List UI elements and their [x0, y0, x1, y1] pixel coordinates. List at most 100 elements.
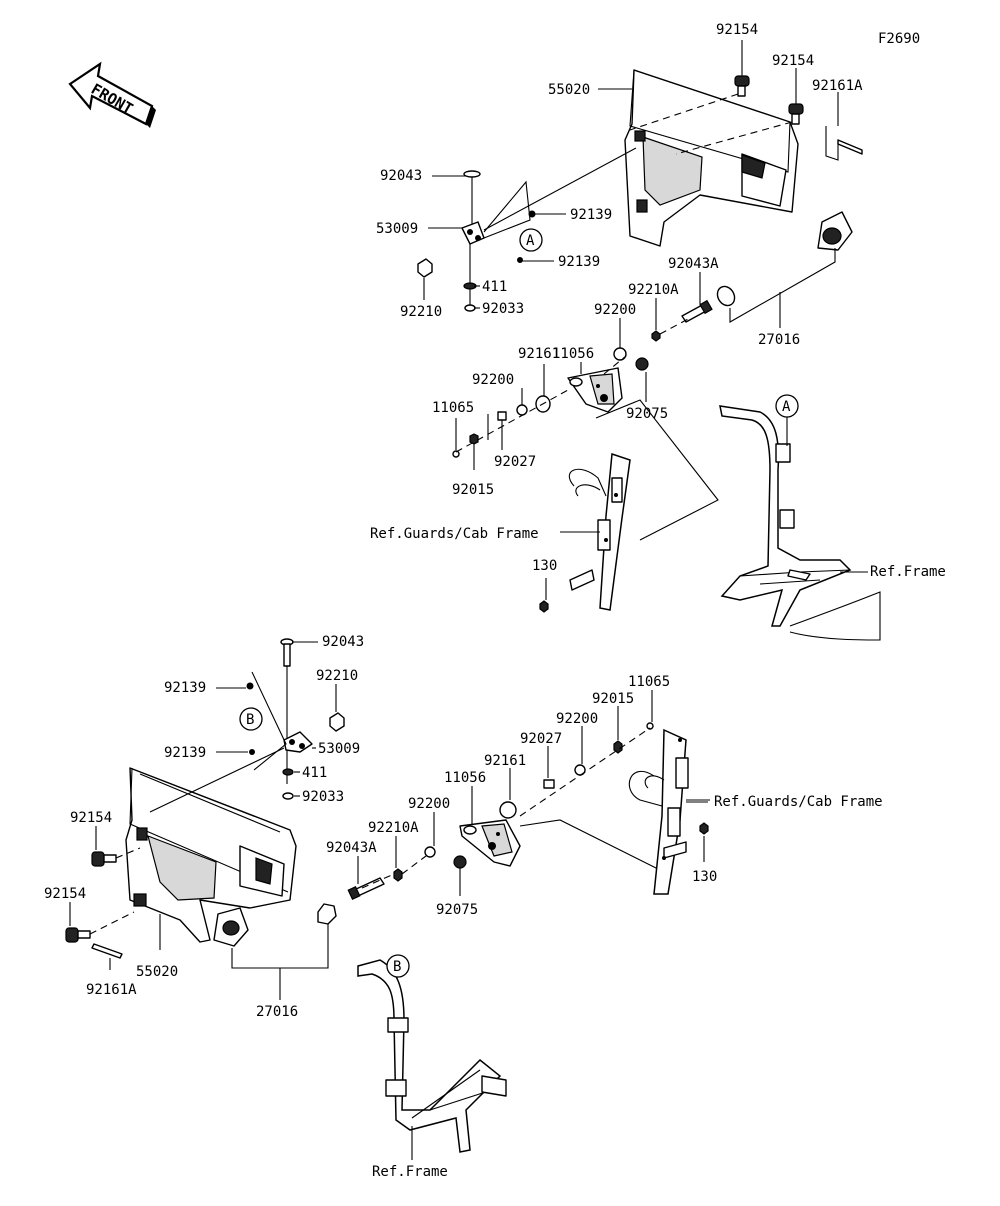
- label-92200-bottom-a: 92200: [556, 711, 598, 727]
- collar-92027-top: [497, 411, 507, 421]
- nut-92015-top: [469, 433, 479, 445]
- grommet-27016-bottom: [213, 903, 337, 947]
- label-92033-top: 92033: [482, 301, 524, 317]
- svg-text:B: B: [246, 712, 254, 728]
- screw-11065-top: [452, 450, 460, 458]
- callout-a-frame: A: [775, 394, 799, 446]
- pin-92161A-bottom: [91, 943, 123, 959]
- clip-92033-top: [464, 304, 476, 312]
- label-92210A-bottom: 92210A: [368, 820, 419, 836]
- front-arrow-icon: FRONT: [68, 61, 156, 128]
- screw-11065-bottom: [646, 722, 654, 730]
- nut-92210A-bottom: [393, 868, 403, 882]
- label-130-bottom: 130: [692, 869, 717, 885]
- damper-92075-bottom: [453, 855, 467, 869]
- label-92210A-top: 92210A: [628, 282, 679, 298]
- washer-92200-bottom-b: [424, 846, 436, 858]
- label-92139-top-b: 92139: [558, 254, 600, 270]
- label-92161-top: 92161: [518, 346, 560, 362]
- nut-92139-top-b: [517, 257, 523, 263]
- svg-text:A: A: [526, 233, 535, 249]
- label-11065-top: 11065: [432, 400, 474, 416]
- label-92210-top: 92210: [400, 304, 442, 320]
- nut-92210-bottom: [329, 712, 345, 732]
- label-53009-bottom: 53009: [318, 741, 360, 757]
- nut-92210-top: [417, 258, 433, 278]
- lamp-bracket-11056-top: [567, 367, 623, 413]
- bolt-92154-top-a: [734, 75, 750, 97]
- label-92043A-top: 92043A: [668, 256, 719, 272]
- svg-text:A: A: [782, 399, 791, 415]
- label-53009-top: 53009: [376, 221, 418, 237]
- label-92139-top-a: 92139: [570, 207, 612, 223]
- nut-92139-top-a: [528, 210, 536, 218]
- light-housing-bottom: [125, 767, 297, 943]
- bolt-130-bottom: [699, 822, 709, 835]
- bolt-92043A-top: [681, 299, 713, 323]
- vehicle-frame-top: [719, 405, 881, 641]
- bolt-92154-bottom-a: [91, 851, 117, 867]
- washer-411-bottom: [282, 768, 294, 776]
- leader-lines-bottom: [69, 641, 708, 970]
- label-27016-bottom: 27016: [256, 1004, 298, 1020]
- grommet-27016-top: [716, 211, 853, 307]
- vehicle-frame-bottom: [357, 959, 507, 1153]
- damper-92161-bottom: [499, 801, 517, 819]
- label-92043-top: 92043: [380, 168, 422, 184]
- bracket-53009-bottom: [283, 731, 313, 753]
- label-ref-guards-top: Ref.Guards/Cab Frame: [370, 526, 539, 542]
- label-92161-bottom: 92161: [484, 753, 526, 769]
- bottom-assembly: B: [44, 634, 883, 1180]
- nut-92139-bottom-b: [249, 749, 255, 755]
- label-92161A-bottom: 92161A: [86, 982, 137, 998]
- label-92200-bottom-b: 92200: [408, 796, 450, 812]
- nut-92139-bottom-a: [246, 682, 254, 690]
- bolt-92043-bottom: [280, 638, 294, 784]
- damper-92075-top: [635, 357, 649, 371]
- label-92154-top-a: 92154: [716, 22, 758, 38]
- label-92154-bottom-a: 92154: [70, 810, 112, 826]
- label-11056-top: 11056: [552, 346, 594, 362]
- label-11065-bottom: 11065: [628, 674, 670, 690]
- figure-code: F2690: [878, 31, 920, 47]
- labels-bottom: 92043 92139 92210 92139 53009 411 92033 …: [44, 634, 883, 1180]
- label-92200-top-a: 92200: [594, 302, 636, 318]
- label-ref-frame-bottom: Ref.Frame: [372, 1164, 448, 1180]
- washer-92200-top-a: [613, 347, 627, 361]
- label-92139-bottom-b: 92139: [164, 745, 206, 761]
- labels-top: 55020 92154 92154 92161A 92043 53009 921…: [370, 22, 946, 580]
- bolt-92154-top-b: [788, 103, 804, 125]
- label-55020-bottom: 55020: [136, 964, 178, 980]
- label-92154-bottom-b: 92154: [44, 886, 86, 902]
- guard-frame-top: [568, 452, 631, 611]
- leader-lines-top: [423, 40, 839, 470]
- label-92015-top: 92015: [452, 482, 494, 498]
- label-ref-frame-top: Ref.Frame: [870, 564, 946, 580]
- callout-a-top: A: [519, 228, 543, 252]
- callout-b-top: B: [239, 707, 263, 731]
- nut-92015-bottom: [613, 740, 623, 754]
- label-92154-top-b: 92154: [772, 53, 814, 69]
- label-ref-guards-bottom: Ref.Guards/Cab Frame: [714, 794, 883, 810]
- nut-92210A-top: [651, 330, 661, 342]
- label-55020-top: 55020: [548, 82, 590, 98]
- label-92027-top: 92027: [494, 454, 536, 470]
- washer-92200-top-b: [516, 404, 528, 416]
- label-92043A-bottom: 92043A: [326, 840, 377, 856]
- label-27016-top: 27016: [758, 332, 800, 348]
- label-92033-bottom: 92033: [302, 789, 344, 805]
- label-92139-bottom-a: 92139: [164, 680, 206, 696]
- bolt-130-top: [539, 600, 549, 613]
- label-92161A-top: 92161A: [812, 78, 863, 94]
- label-92043-bottom: 92043: [322, 634, 364, 650]
- label-92200-top-b: 92200: [472, 372, 514, 388]
- label-92075-bottom: 92075: [436, 902, 478, 918]
- pin-92161A-top: [825, 126, 863, 161]
- label-92027-bottom: 92027: [520, 731, 562, 747]
- label-92210-bottom: 92210: [316, 668, 358, 684]
- svg-text:B: B: [393, 959, 401, 975]
- guard-frame-bottom: [628, 728, 689, 895]
- bolt-92154-bottom-b: [65, 927, 91, 943]
- label-130-top: 130: [532, 558, 557, 574]
